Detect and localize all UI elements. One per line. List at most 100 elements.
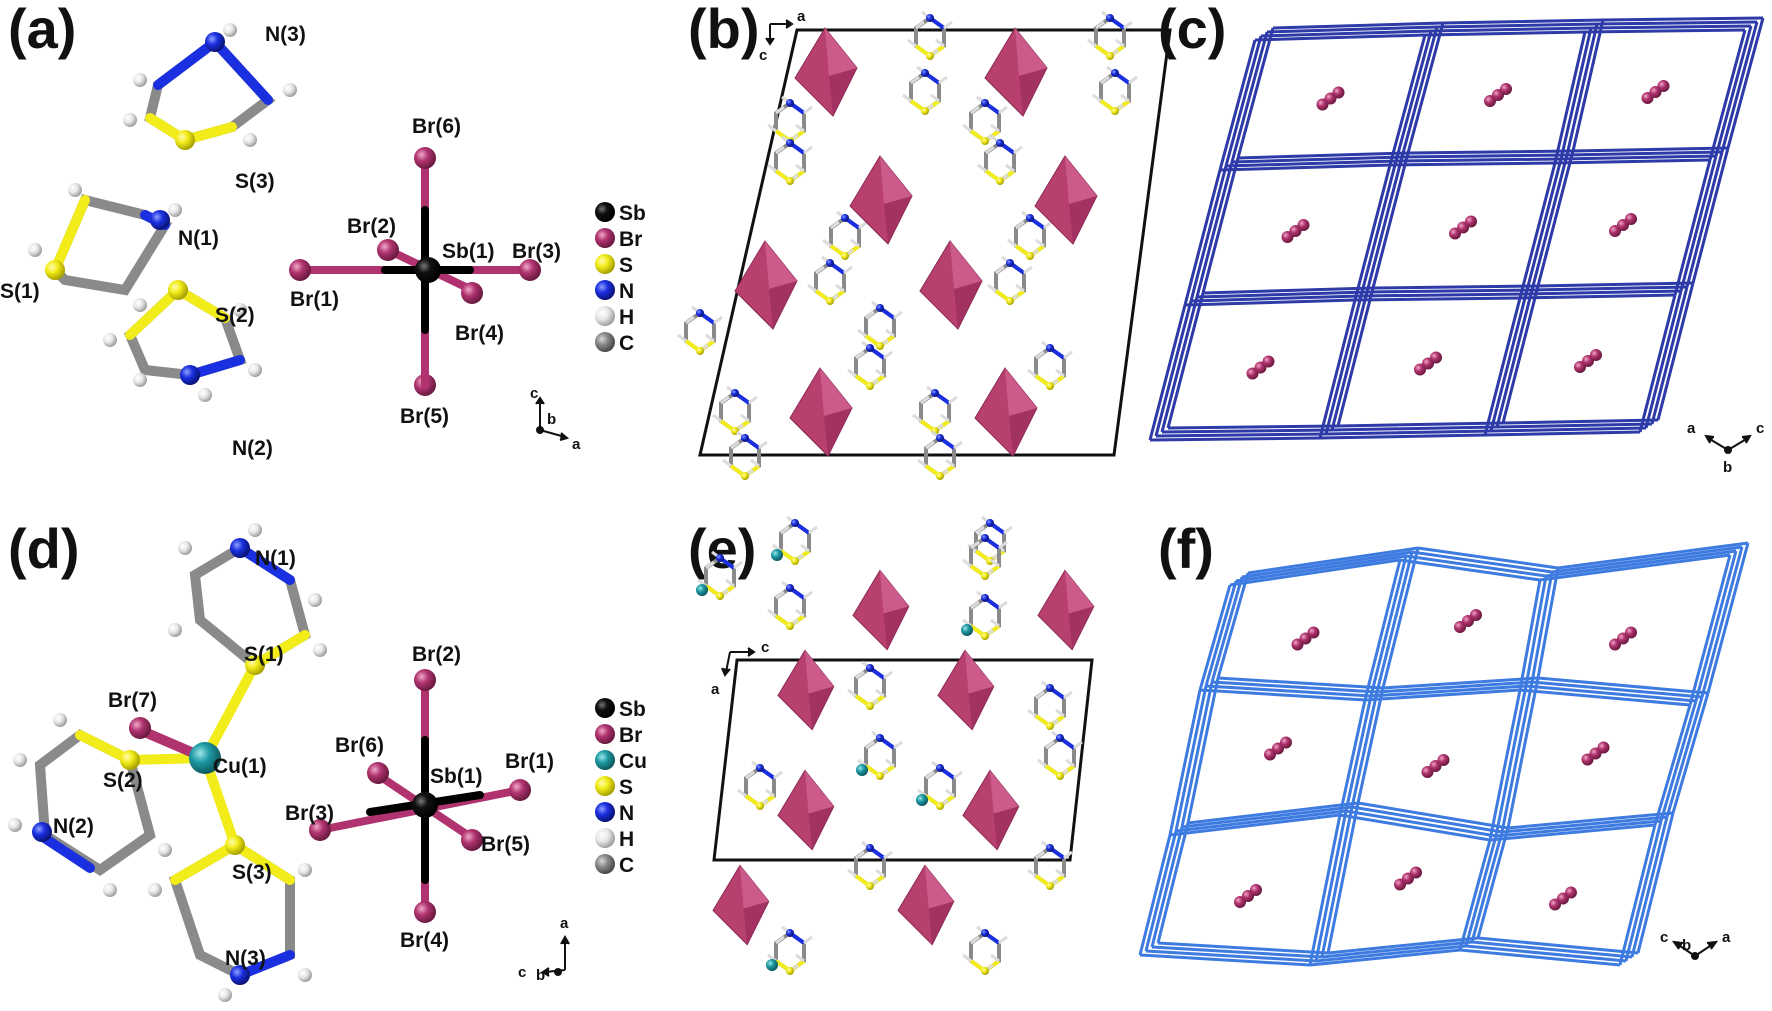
framework-edge xyxy=(1400,26,1439,158)
framework-edge xyxy=(1351,805,1503,834)
framework-edge xyxy=(1524,158,1563,295)
framework-edge xyxy=(1218,39,1257,171)
framework-edge xyxy=(1338,699,1367,816)
guest-br xyxy=(1332,86,1345,99)
framework-edge xyxy=(1519,293,1676,300)
framework-edge xyxy=(1565,23,1599,156)
axis-pair-b: a c xyxy=(759,8,806,64)
legend-swatch-n xyxy=(595,802,615,822)
label-n1: N(1) xyxy=(178,227,219,250)
framework-edge xyxy=(1167,424,1339,430)
panel-b: (b) a c xyxy=(677,0,1172,480)
framework-edge xyxy=(1336,287,1375,427)
framework-edge xyxy=(1326,802,1360,954)
hydrogen-atoms xyxy=(28,23,297,402)
framework-edge xyxy=(1394,30,1433,162)
guest-br xyxy=(1625,626,1637,639)
framework-edge xyxy=(1726,17,1765,149)
framework-edge xyxy=(1659,700,1698,822)
framework-edge xyxy=(1436,22,1598,29)
framework-edge xyxy=(1324,295,1363,435)
framework-edge xyxy=(1596,20,1758,26)
framework-edge xyxy=(1518,579,1542,691)
packing-b xyxy=(677,10,1138,480)
framework-edge xyxy=(1337,421,1504,428)
legend-label-h: H xyxy=(619,306,634,329)
framework-edge xyxy=(1160,296,1199,433)
framework-edge xyxy=(1624,820,1663,962)
framework-edge xyxy=(1537,281,1694,288)
guest-br xyxy=(1262,355,1275,368)
framework-edge xyxy=(1217,676,1384,690)
framework-edge xyxy=(1602,16,1764,22)
label-cu1: Cu(1) xyxy=(213,755,267,778)
framework-edge xyxy=(1198,584,1232,691)
legend-label-n: N xyxy=(619,280,634,303)
framework-edge xyxy=(1557,541,1749,570)
framework-edge xyxy=(1524,575,1548,687)
framework-edge xyxy=(1490,426,1647,433)
framework-edge xyxy=(1211,680,1378,694)
framework-edge xyxy=(1369,555,1408,697)
unit-cell-e xyxy=(712,658,1094,862)
framework-edge xyxy=(1365,156,1404,293)
legend-swatch-br xyxy=(595,228,615,248)
framework-edge xyxy=(1266,25,1438,34)
framework-edge xyxy=(1314,810,1348,962)
framework-edge xyxy=(1483,297,1522,436)
framework-edge xyxy=(1553,31,1587,164)
framework-edge xyxy=(1430,26,1592,33)
label-br4: Br(4) xyxy=(400,929,449,952)
framework-edge xyxy=(1489,823,1656,842)
framework-edge xyxy=(1318,299,1357,439)
panel-d: (d) xyxy=(8,517,647,1002)
framework-edge xyxy=(1174,685,1208,832)
framework-edge xyxy=(1507,811,1674,830)
axis-right: a xyxy=(1722,929,1731,946)
framework-edge xyxy=(1357,801,1509,830)
framework-edge xyxy=(1566,150,1723,157)
framework-edge xyxy=(1138,834,1172,956)
sbbr6-d xyxy=(309,669,531,923)
axis-left: a xyxy=(1687,420,1696,437)
framework-edge xyxy=(1531,680,1703,699)
framework-edge xyxy=(1630,816,1669,958)
legend-label-br: Br xyxy=(619,724,642,747)
framework-edge xyxy=(1389,161,1556,167)
guest-br xyxy=(1410,866,1422,879)
label-br5: Br(5) xyxy=(400,405,449,428)
framework-edge xyxy=(1536,567,1560,679)
axis-center: b xyxy=(547,411,556,428)
framework-edge xyxy=(1530,154,1569,291)
framework-edge xyxy=(1187,801,1359,825)
framework-edge xyxy=(1584,28,1746,34)
framework-edge xyxy=(1201,157,1240,294)
framework-edge xyxy=(1224,35,1263,167)
axis-left: c xyxy=(518,964,526,981)
framework-edge xyxy=(1442,18,1604,25)
label-s2: S(2) xyxy=(215,304,255,327)
framework-edge xyxy=(1501,285,1540,424)
framework-edge xyxy=(1235,554,1407,583)
framework-edge xyxy=(1210,576,1244,683)
framework-edge xyxy=(1225,159,1397,168)
panel-e-letter: (e) xyxy=(688,517,756,580)
axis-right: a xyxy=(797,8,806,25)
framework-edge xyxy=(1254,33,1426,42)
label-br1: Br(1) xyxy=(290,288,339,311)
framework-edge xyxy=(1506,677,1540,829)
framework-edge xyxy=(1539,553,1731,582)
framework-edge xyxy=(1424,30,1586,37)
framework-edge xyxy=(1360,292,1527,298)
label-br7: Br(7) xyxy=(108,689,157,712)
atom-s xyxy=(168,280,188,300)
framework-edge xyxy=(1319,433,1486,440)
framework-edge xyxy=(1339,813,1491,842)
label-n2: N(2) xyxy=(53,815,94,838)
label-s1: S(1) xyxy=(0,280,40,303)
legend-swatch-h xyxy=(595,306,615,326)
framework-edge xyxy=(1671,692,1710,814)
framework-edge xyxy=(1321,940,1473,959)
framework-edge xyxy=(1417,546,1559,570)
